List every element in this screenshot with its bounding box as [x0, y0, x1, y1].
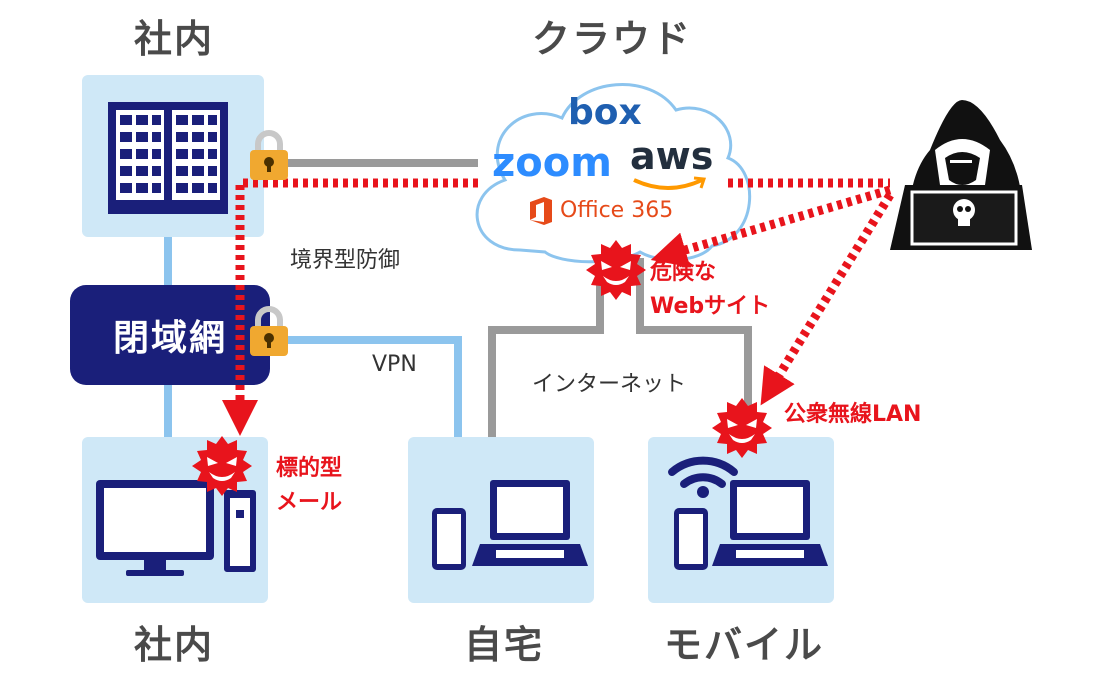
box-logo: box — [568, 92, 642, 133]
onprem-top-title: 社内 — [134, 17, 215, 61]
office-icon — [530, 197, 552, 225]
office365-logo: Office 365 — [560, 198, 674, 223]
mobile-title: モバイル — [664, 623, 825, 667]
hacker-icon — [890, 100, 1032, 250]
lock-icon — [250, 133, 288, 180]
internet-caption: インターネット — [532, 372, 687, 397]
hacker-to-wifi-attack-path — [760, 192, 894, 406]
targeted-mail-label-line2: メール — [276, 490, 343, 515]
attack-paths — [222, 178, 894, 436]
targeted-mail-label: 標的型 メール — [276, 452, 342, 520]
malicious-site-label-line2: Webサイト — [650, 294, 771, 319]
malicious-site-label-line1: 危険な — [650, 260, 717, 285]
cloud-title: クラウド — [532, 17, 693, 61]
connectors — [164, 159, 752, 440]
zoom-logo: zoom — [492, 140, 612, 186]
vpn-line — [268, 336, 462, 440]
desktop-pc-icon — [96, 480, 256, 576]
closed-network-box — [70, 285, 270, 385]
public-wifi-label: 公衆無線LAN — [784, 402, 922, 427]
cloud-to-office-attack-path — [222, 178, 478, 436]
internet-mobile-line — [636, 258, 752, 440]
aws-logo: aws — [630, 134, 714, 178]
mobile-devices-icon — [668, 456, 828, 570]
perimeter-defense-caption: 境界型防御 — [290, 248, 401, 273]
home-devices-icon — [432, 480, 588, 570]
vpn-caption: VPN — [372, 352, 417, 377]
aws-smile-icon — [633, 176, 707, 190]
onprem-bottom-title: 社内 — [134, 623, 215, 667]
home-title: 自宅 — [464, 623, 545, 667]
hacker-to-website-attack-path — [650, 185, 892, 268]
malicious-site-label: 危険な Webサイト — [650, 256, 770, 324]
server-rack-icon — [108, 102, 228, 214]
internet-home-line — [488, 258, 604, 440]
targeted-mail-label-line1: 標的型 — [276, 456, 343, 481]
closed-network-label: 閉域網 — [112, 318, 227, 359]
